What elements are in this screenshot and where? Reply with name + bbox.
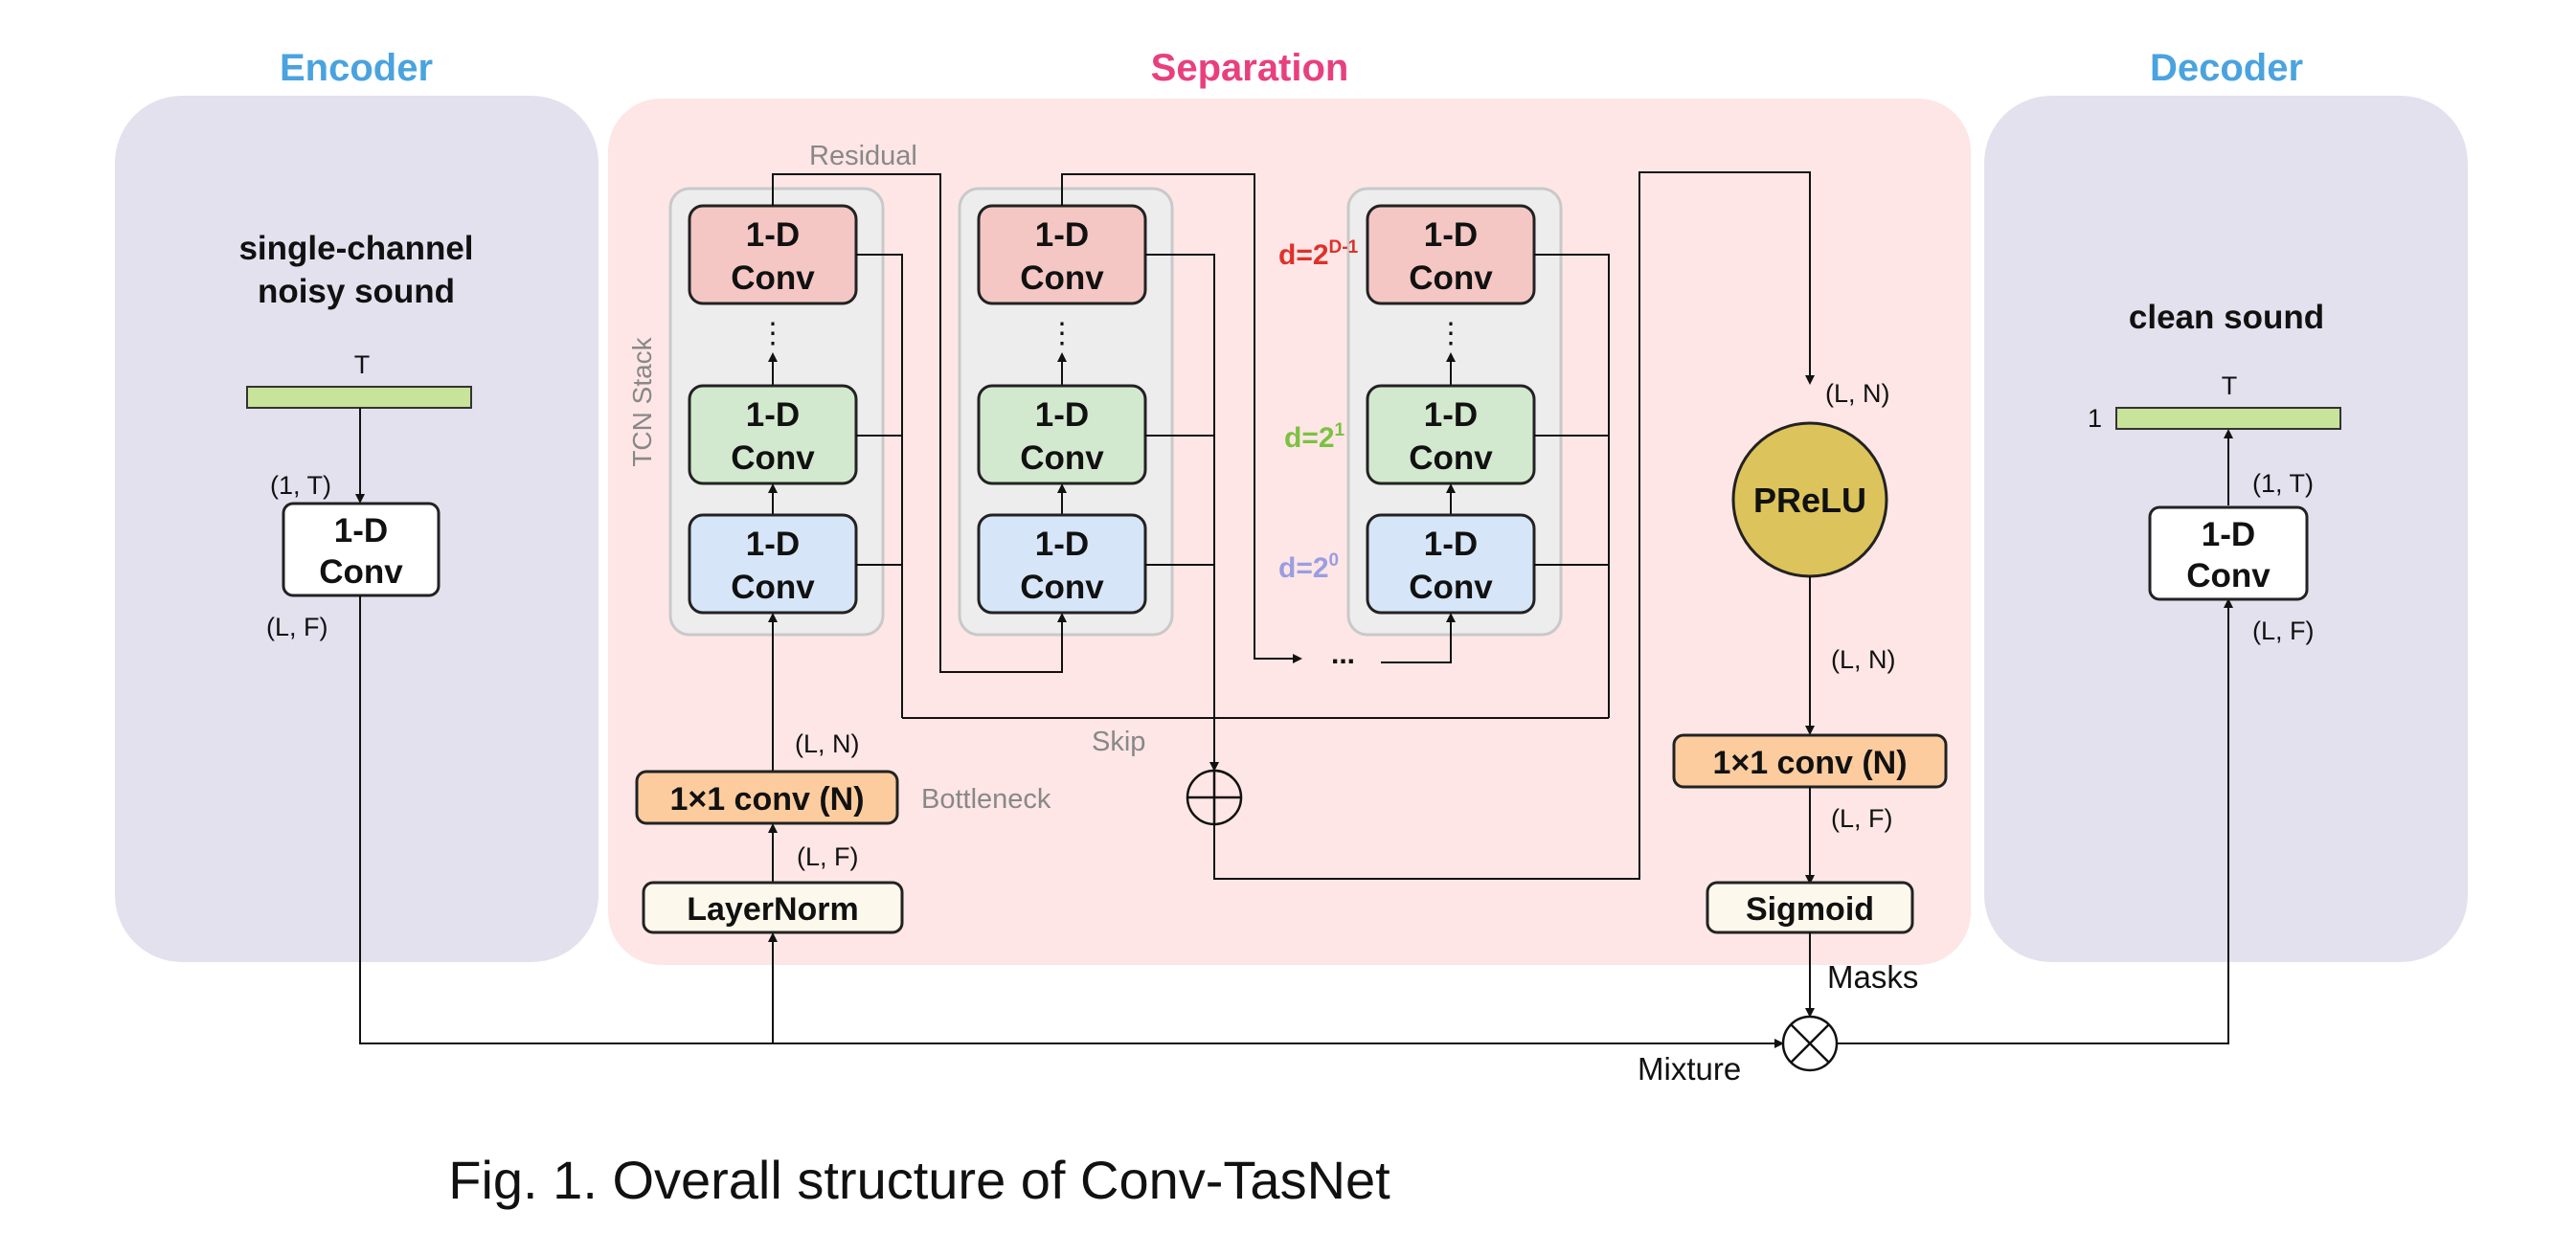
decoder-title: Decoder [2150, 47, 2303, 89]
encoder-signal-label: T [354, 350, 371, 379]
separation-panel [608, 99, 1971, 965]
masks-label: Masks [1827, 959, 1918, 995]
encoder-conv-line1: 1-D [334, 512, 388, 549]
stack2-conv-mid-line2: Conv [1020, 439, 1104, 477]
prelu-label: PReLU [1753, 481, 1866, 520]
separation-title: Separation [1151, 47, 1349, 89]
stack3-skip-lines [1534, 254, 1610, 718]
tcn-stack-label: TCN Stack [627, 336, 657, 466]
stack1-conv-bot-line2: Conv [731, 569, 815, 606]
bottleneck-box-label: 1×1 conv (N) [669, 781, 864, 818]
stack1-conv-top-line2: Conv [731, 259, 815, 297]
figure-caption: Fig. 1. Overall structure of Conv-TasNet [448, 1150, 1390, 1210]
multiply-node-d2 [1790, 1023, 1830, 1064]
decoder-channel-label: 1 [2088, 404, 2102, 433]
decoder-signal-label: T [2222, 371, 2238, 400]
mixture-label: Mixture [1638, 1051, 1741, 1087]
encoder-conv-line2: Conv [319, 553, 403, 591]
encoder-input-signal [246, 386, 472, 409]
encoder-in-shape: (1, T) [270, 471, 331, 500]
stack1-conv-bot-line1: 1-D [746, 526, 800, 563]
residual-line-2 [1061, 173, 1302, 663]
stack-ellipsis: ... [1331, 639, 1355, 670]
stack3-conv-mid-line2: Conv [1409, 439, 1493, 477]
stack2-conv-bot-line2: Conv [1020, 569, 1104, 606]
decoder-out-shape: (1, T) [2252, 469, 2314, 498]
mask-conv-box-label: 1×1 conv (N) [1712, 745, 1907, 781]
stack3-conv-top-line1: 1-D [1424, 216, 1478, 254]
decoder-conv-line2: Conv [2186, 557, 2271, 594]
stack2-skip-lines [1145, 254, 1215, 760]
mul-to-decoder-line [1837, 598, 2233, 1044]
stack3-conv-top-line2: Conv [1409, 259, 1493, 297]
stack2-conv-bot-line1: 1-D [1035, 526, 1089, 563]
dilation-bot-label: d=20 [1278, 550, 1339, 584]
skip-label: Skip [1092, 727, 1145, 757]
stack2-vdots: ⋮ [1048, 318, 1076, 349]
dilation-top-label: d=2D-1 [1278, 237, 1359, 271]
residual-label: Residual [809, 141, 917, 171]
decoder-conv-box [2148, 505, 2309, 601]
bottleneck-box [635, 770, 899, 825]
bottleneck-shape-top: (L, N) [795, 729, 860, 758]
encoder-input-label-2: noisy sound [258, 273, 455, 310]
residual-line-1 [772, 173, 1067, 673]
stack3-input-line [1381, 613, 1456, 663]
layernorm-shape: (L, F) [797, 842, 859, 871]
encoder-out-shape: (L, F) [266, 613, 328, 641]
stack1-skip-lines [856, 254, 903, 718]
stack1-conv-mid-line1: 1-D [746, 396, 800, 434]
stack3-conv-bot-line1: 1-D [1424, 526, 1478, 563]
stack1-conv-mid-line2: Conv [731, 439, 815, 477]
decoder-output-signal [2115, 407, 2341, 430]
stack2-conv-top-line1: 1-D [1035, 216, 1089, 254]
stack3-vdots: ⋮ [1436, 318, 1465, 349]
decoder-output-label: clean sound [2129, 299, 2324, 336]
layernorm-box-label: LayerNorm [687, 891, 859, 928]
decoder-in-shape: (L, F) [2252, 616, 2315, 645]
prelu-in-shape: (L, N) [1825, 379, 1890, 408]
sigmoid-box-label: Sigmoid [1746, 891, 1874, 928]
stack3-conv-mid-line1: 1-D [1424, 396, 1478, 434]
mask-conv-shape: (L, F) [1831, 804, 1893, 833]
bottleneck-label: Bottleneck [921, 784, 1051, 815]
sum-to-prelu-line [1213, 171, 1815, 880]
stack1-vdots: ⋮ [758, 318, 787, 349]
encoder-title: Encoder [280, 47, 433, 89]
decoder-conv-line1: 1-D [2202, 516, 2255, 553]
prelu-out-shape: (L, N) [1831, 645, 1896, 674]
stack2-conv-top-line2: Conv [1020, 259, 1104, 297]
stack3-conv-bot-line2: Conv [1409, 569, 1493, 606]
stack1-conv-top-line1: 1-D [746, 216, 800, 254]
mixture-bus [359, 595, 1784, 1048]
encoder-input-label-1: single-channel [238, 230, 473, 267]
dilation-mid-label: d=21 [1284, 420, 1345, 454]
stack2-conv-mid-line1: 1-D [1035, 396, 1089, 434]
